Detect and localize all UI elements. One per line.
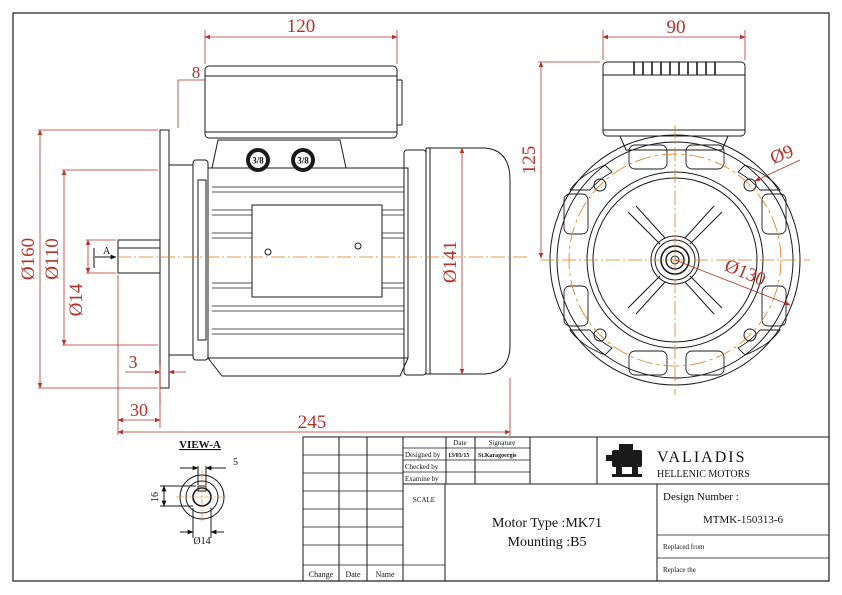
dim-120: 120: [287, 16, 316, 37]
flange: [159, 129, 170, 389]
side-dimensions: [37, 30, 511, 436]
company-name: VALIADIS: [657, 449, 746, 466]
bolt-hole: [743, 328, 757, 342]
view-a-key-width: 5: [233, 457, 238, 468]
signature-table: Date Signature Designed by 13/03/15 St.K…: [405, 439, 517, 483]
design-number: MTMK-150313-6: [703, 514, 784, 526]
bolt-hole: [743, 178, 757, 192]
view-a-shaft: Ø14: [193, 536, 210, 547]
motor-type: Motor Type :MK71: [492, 516, 602, 531]
svg-text:Designed by: Designed by: [405, 451, 441, 459]
front-terminal-box: [602, 61, 746, 137]
company-logo-icon: [606, 444, 642, 477]
svg-text:Date: Date: [345, 570, 361, 579]
svg-text:St.Karagoergis: St.Karagoergis: [478, 453, 517, 459]
svg-text:Date: Date: [453, 439, 466, 447]
view-a-key-height: 16: [150, 492, 161, 502]
front-dimensions: [538, 30, 801, 306]
bolt-hole: [593, 178, 607, 192]
svg-text:Signature: Signature: [489, 439, 516, 447]
gland-label-2: 3/8: [297, 156, 309, 166]
bolt-hole: [593, 328, 607, 342]
dim-14: Ø14: [66, 283, 87, 316]
svg-text:Checked by: Checked by: [405, 463, 439, 471]
dim-8: 8: [192, 63, 201, 82]
dim-125: 125: [519, 146, 540, 175]
replace-the: Replace the: [663, 566, 696, 574]
dim-245: 245: [298, 412, 327, 433]
dim-160: Ø160: [18, 238, 39, 280]
gland-label-1: 3/8: [252, 156, 264, 166]
svg-text:Name: Name: [375, 570, 395, 579]
title-block: [302, 436, 830, 582]
svg-text:13/03/15: 13/03/15: [448, 453, 469, 459]
svg-text:Change: Change: [309, 570, 334, 579]
replaced-from: Replaced from: [663, 543, 705, 551]
shaft: [117, 239, 161, 274]
dim-3: 3: [129, 352, 138, 372]
cable-glands: 3/8 3/8: [246, 148, 315, 172]
side-view: [117, 65, 511, 389]
view-a-title: VIEW-A: [179, 439, 221, 451]
company-subtitle: HELLENIC MOTORS: [657, 469, 750, 480]
dim-90: 90: [667, 17, 686, 38]
name-plate: [251, 204, 383, 298]
scale-label: SCALE: [413, 496, 435, 504]
view-marker: A: [93, 246, 117, 268]
view-a: VIEW-A 5 16 Ø14: [150, 439, 238, 547]
dim-130: Ø130: [722, 255, 769, 290]
dim-141: Ø141: [440, 241, 461, 283]
svg-text:A: A: [103, 246, 111, 257]
revision-headers: Change Date Name: [309, 570, 395, 579]
design-label: Design Number :: [663, 491, 739, 503]
fan-cover: [425, 147, 511, 375]
svg-text:Examine by: Examine by: [405, 475, 439, 483]
dim-9: Ø9: [767, 141, 796, 169]
dim-30: 30: [130, 400, 148, 420]
mounting-type: Mounting :B5: [508, 535, 587, 550]
dim-110: Ø110: [42, 238, 63, 280]
terminal-box: [204, 65, 398, 139]
